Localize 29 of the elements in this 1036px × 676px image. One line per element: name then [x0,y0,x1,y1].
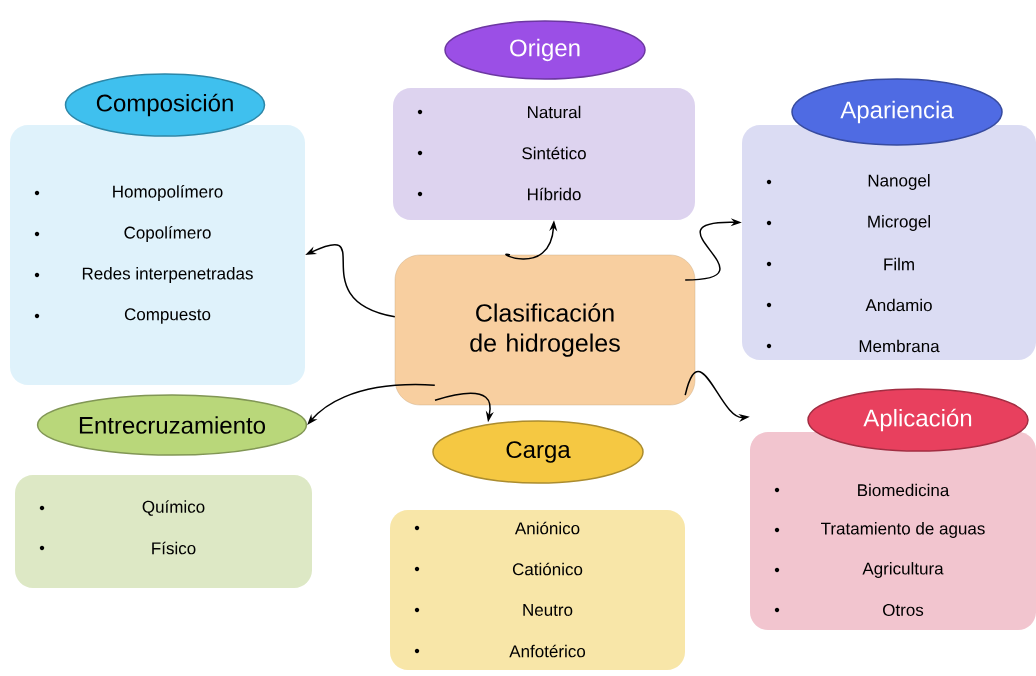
list-item: Catiónico [414,562,583,576]
list-item: Membrana [766,339,940,353]
list-item: Microgel [766,215,930,231]
list-item: Sintético [417,146,586,160]
list-item: Biomedicina [774,483,950,497]
list-item: Film [766,257,914,271]
list-item: Tratamiento de aguas [774,522,985,538]
list-item: Anfotérico [414,644,586,658]
list-item: Nanogel [766,174,930,190]
heading-oval: Composición [64,73,266,137]
curly-arrow [307,383,436,425]
list-item: Natural [417,105,581,119]
list-item: Homopolímero [34,185,223,201]
list-item: Aniónico [414,521,580,535]
list-item: Compuesto [34,308,211,324]
list-item: Físico [39,541,196,555]
list-item: Otros [774,603,924,616]
list-item: Agricultura [774,562,944,578]
heading-oval: Apariencia [791,78,1003,146]
list-item: Andamio [766,298,932,312]
heading-oval: Origen [444,20,646,80]
list-item: Híbrido [417,187,581,201]
list-item: Neutro [414,604,573,616]
heading-oval: Entrecruzamiento [36,394,308,456]
list-item: Redes interpenetradas [34,267,253,283]
heading-oval: Aplicación [807,388,1029,452]
list-item: Químico [39,500,205,516]
list-item: Copolímero [34,225,211,242]
heading-oval: Carga [432,420,644,484]
